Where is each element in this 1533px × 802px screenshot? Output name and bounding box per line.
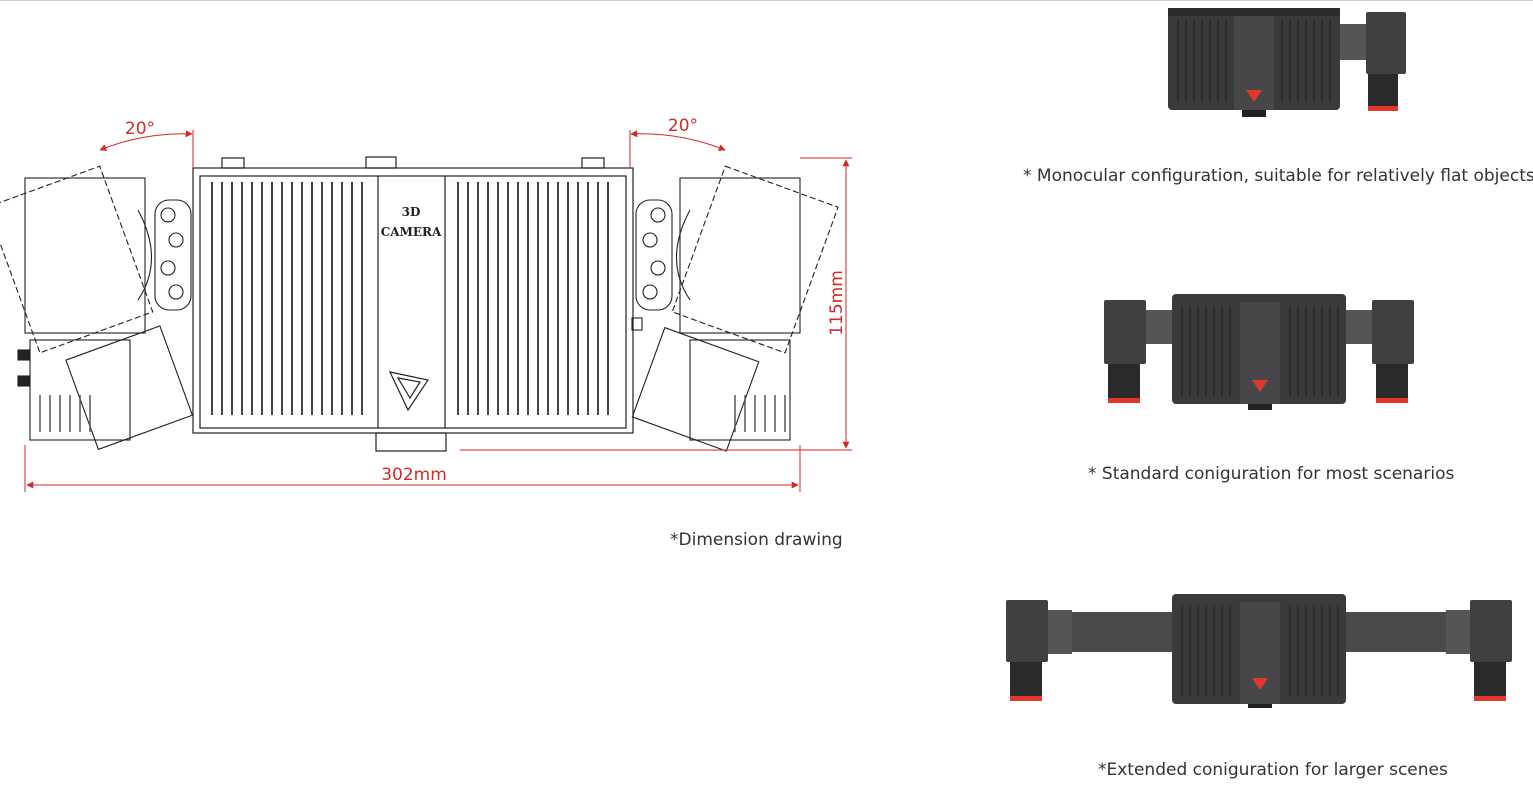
cooling-fins-right: [457, 182, 609, 415]
cooling-fins-left: [211, 182, 363, 415]
left-lens-ribs: [39, 395, 91, 432]
dimension-drawing-caption: *Dimension drawing: [670, 530, 843, 550]
dimension-drawing: 3D CAMERA: [0, 116, 852, 492]
body-label-line1: 3D: [402, 205, 421, 219]
height-dimension-label: 115mm: [827, 270, 847, 336]
camera-body-outline: [192, 156, 634, 452]
width-dimension-label: 302mm: [381, 465, 447, 485]
body-label-line2: CAMERA: [381, 225, 442, 239]
right-lens-ribs: [734, 395, 786, 432]
top-divider: [0, 0, 1533, 1]
monocular-configuration-image: [1168, 8, 1406, 117]
angle-label-left: 20°: [125, 119, 155, 139]
angle-label-right: 20°: [668, 116, 698, 136]
right-camera-module: [631, 165, 839, 452]
left-camera-module: [0, 165, 194, 451]
standard-configuration-image: [1104, 294, 1414, 410]
dimension-lines: [24, 130, 852, 492]
monocular-configuration-caption: * Monocular configuration, suitable for …: [1023, 166, 1533, 186]
extended-configuration-caption: *Extended coniguration for larger scenes: [1098, 760, 1448, 780]
standard-configuration-caption: * Standard coniguration for most scenari…: [1088, 464, 1455, 484]
extended-configuration-image: [1006, 594, 1512, 708]
